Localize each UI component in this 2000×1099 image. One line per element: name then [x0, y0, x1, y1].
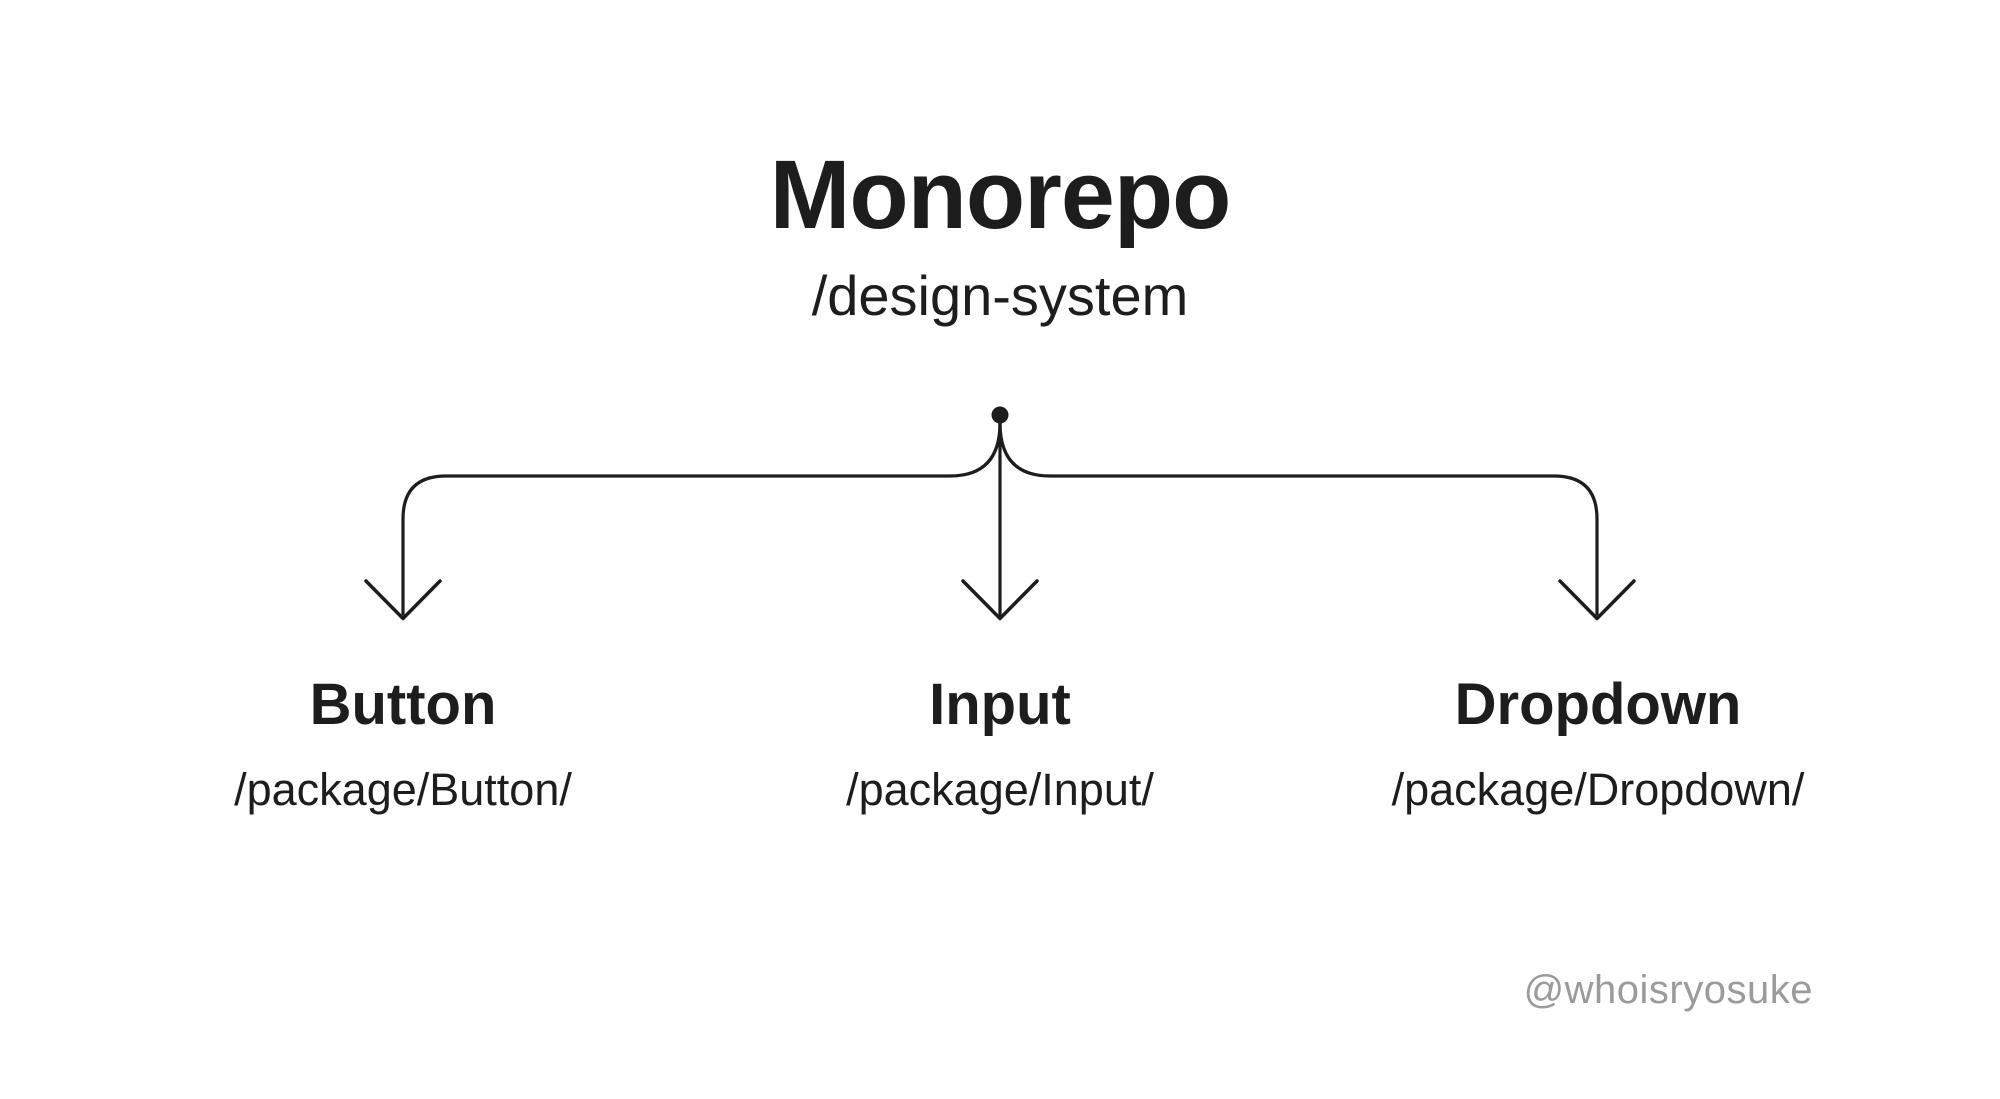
arrowhead-left-icon [364, 579, 442, 621]
node-button-name: Button [309, 672, 497, 737]
node-dropdown-name: Dropdown [1454, 672, 1742, 737]
root-node-path: /design-system [811, 264, 1189, 327]
node-button-path: /package/Button/ [234, 763, 572, 815]
node-button: Button /package/Button/ [103, 672, 703, 817]
branch-left-connector [401, 421, 1002, 616]
branch-right-connector [998, 421, 1599, 616]
node-input: Input /package/Input/ [700, 672, 1300, 817]
root-node-title: Monorepo [769, 140, 1232, 249]
arrowhead-right-icon [1558, 579, 1636, 621]
branch-origin-dot-icon [991, 406, 1009, 424]
node-dropdown: Dropdown /package/Dropdown/ [1298, 672, 1898, 817]
arrowhead-middle-icon [961, 579, 1039, 621]
watermark-handle: @whoisryosuke [1523, 968, 1813, 1012]
node-dropdown-path: /package/Dropdown/ [1391, 763, 1805, 815]
node-input-name: Input [929, 672, 1071, 737]
node-input-path: /package/Input/ [846, 763, 1154, 815]
